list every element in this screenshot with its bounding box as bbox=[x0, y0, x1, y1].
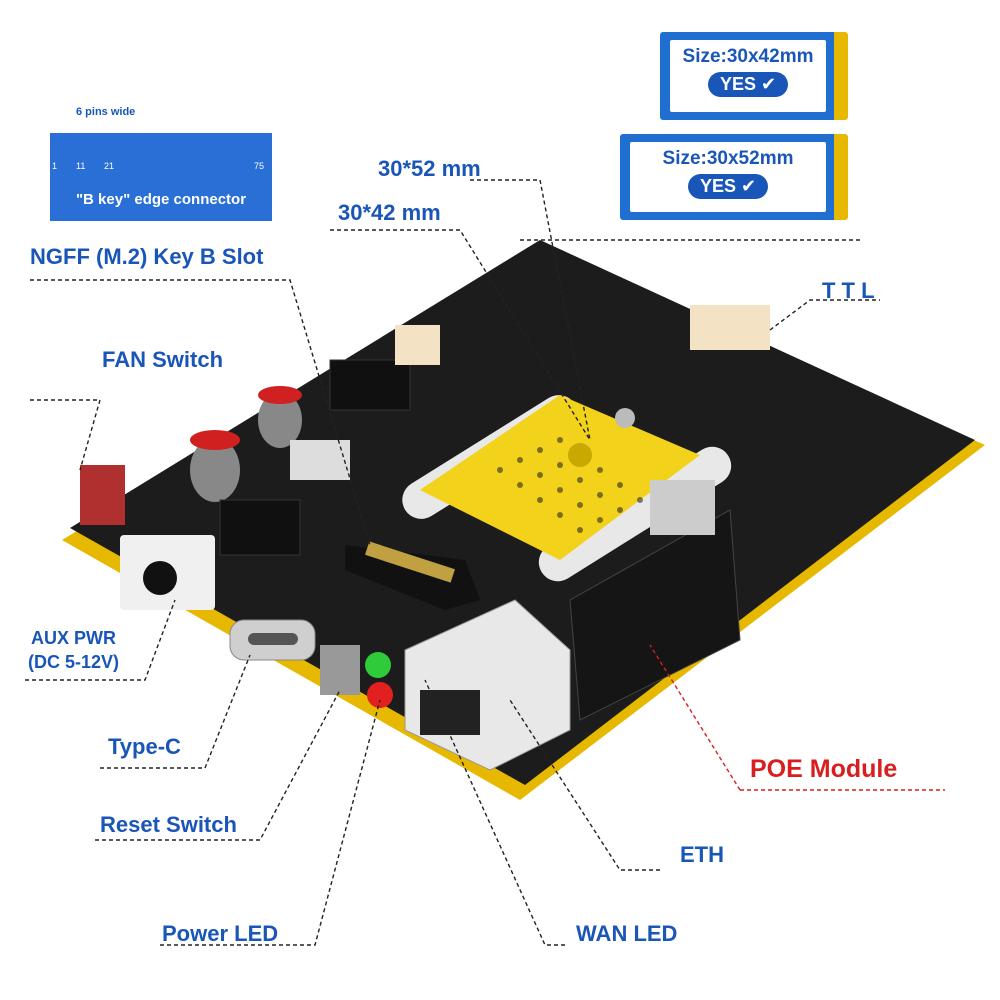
pin-11: 11 bbox=[76, 161, 86, 171]
module-card-52: Size:30x52mm YES ✔ bbox=[620, 134, 848, 220]
ngff-slot-label: NGFF (M.2) Key B Slot bbox=[30, 244, 264, 269]
aux-pwr-line1: AUX PWR bbox=[31, 628, 117, 648]
module-card-42-yes-badge: YES ✔ bbox=[707, 72, 789, 97]
reset-switch-label: Reset Switch bbox=[100, 812, 237, 837]
poe-module-label: POE Module bbox=[750, 755, 898, 783]
module-card-52-size: Size:30x52mm bbox=[662, 148, 794, 169]
module-card-52-yes-badge: YES ✔ bbox=[687, 174, 769, 199]
b-key-connector-card: 1 11 21 75 "B key" edge connector bbox=[50, 133, 272, 221]
pins-wide-label: 6 pins wide bbox=[76, 106, 136, 118]
aux-pwr-line2: (DC 5-12V) bbox=[28, 652, 120, 672]
aux-pwr-label: AUX PWR (DC 5-12V) bbox=[28, 626, 119, 674]
eth-label: ETH bbox=[680, 842, 724, 867]
wan-led-label: WAN LED bbox=[576, 921, 678, 946]
module-card-42: Size:30x42mm YES ✔ bbox=[660, 32, 848, 120]
pin-75: 75 bbox=[254, 161, 265, 171]
fan-switch-label: FAN Switch bbox=[102, 347, 224, 372]
type-c-label: Type-C bbox=[108, 734, 181, 759]
b-key-caption: "B key" edge connector bbox=[75, 191, 247, 208]
power-led-label: Power LED bbox=[162, 921, 279, 946]
pin-1: 1 bbox=[52, 161, 58, 171]
size-42-label: 30*42 mm bbox=[338, 200, 441, 225]
module-card-42-size: Size:30x42mm bbox=[682, 46, 814, 67]
ttl-label: T T L bbox=[822, 278, 875, 303]
pin-21: 21 bbox=[104, 161, 115, 171]
size-52-label: 30*52 mm bbox=[378, 156, 481, 181]
